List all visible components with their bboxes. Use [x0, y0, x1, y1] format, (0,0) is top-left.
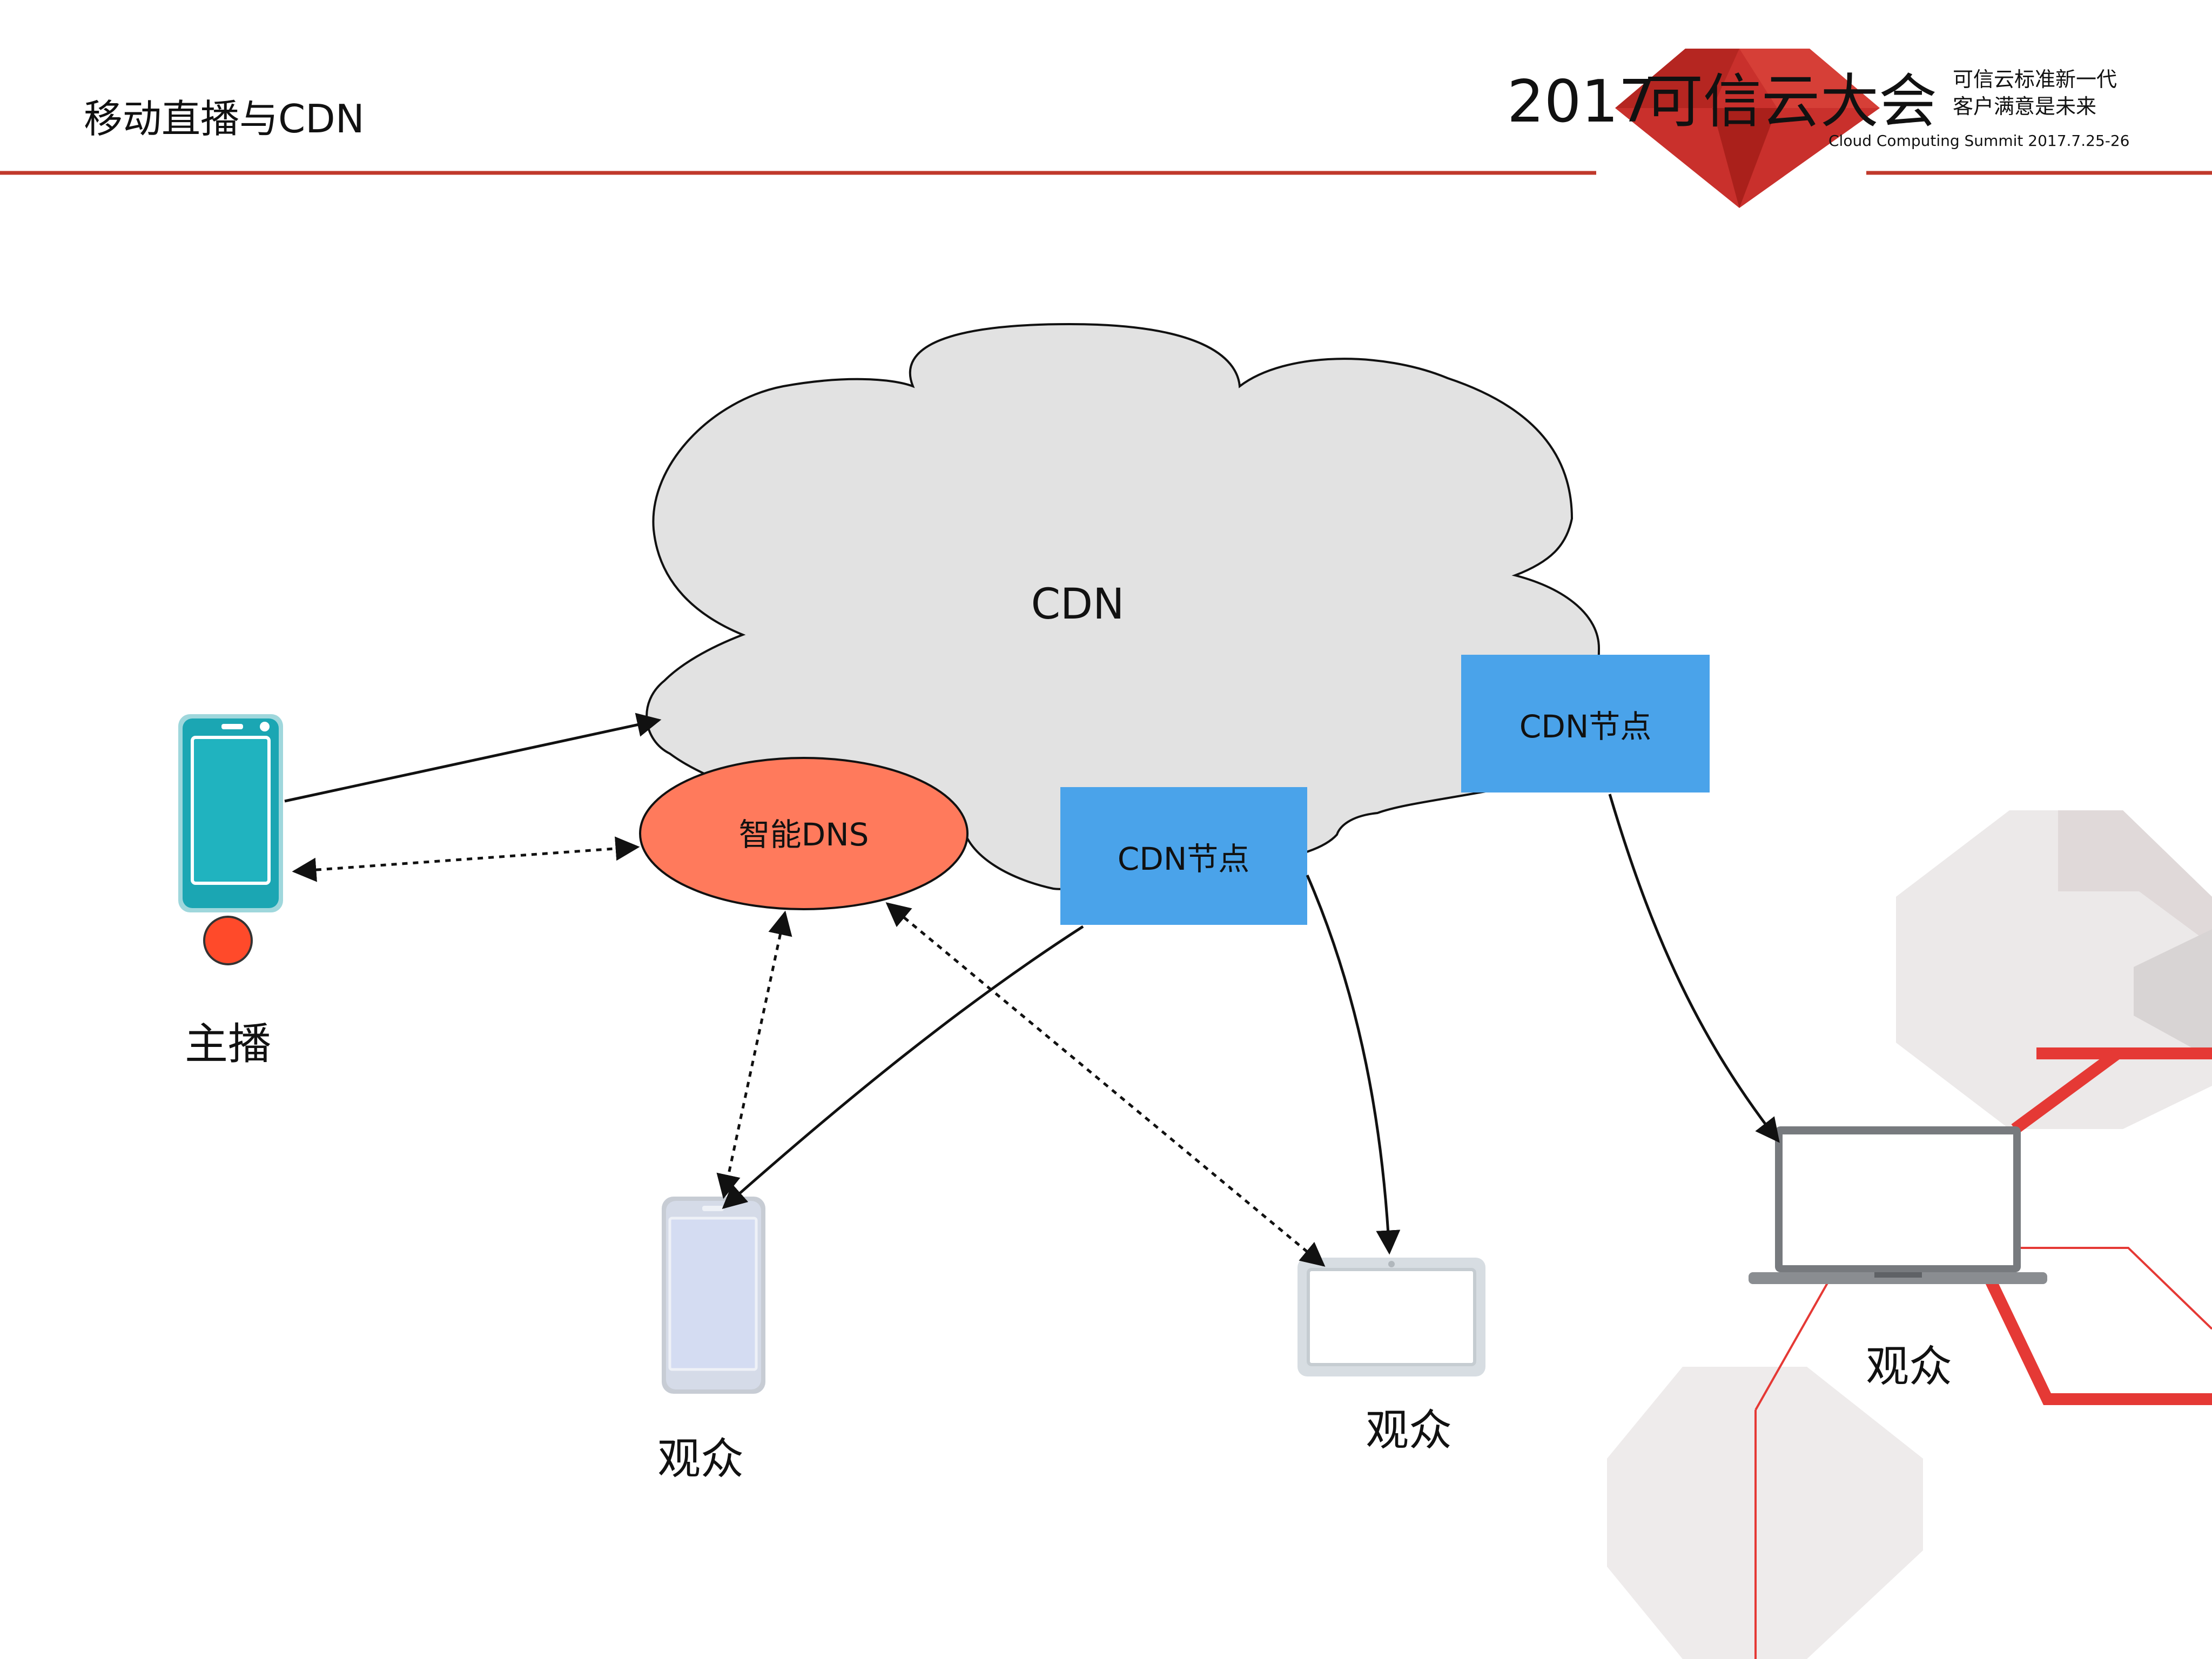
logo-year: 2017	[1507, 68, 1656, 136]
viewer-phone-icon	[662, 1197, 765, 1394]
viewer-tablet-label: 观众	[1366, 1405, 1452, 1455]
page-title: 移动直播与CDN	[84, 96, 365, 142]
viewer-laptop-label: 观众	[1866, 1341, 1952, 1392]
arrow-cdn-node-to-viewer-laptop	[1608, 794, 1780, 1143]
logo-tagline-line2: 客户满意是未来	[1953, 95, 2096, 118]
logo-name-part1: 可信云	[1645, 68, 1820, 136]
viewer-phone-label: 观众	[657, 1434, 744, 1484]
logo-tagline-line1: 可信云标准新一代	[1953, 68, 2117, 91]
logo-name-part2: 大会	[1820, 68, 1937, 136]
cdn-node-right	[1461, 655, 1710, 792]
conference-logo: 2017 可信云 大会 可信云标准新一代 客户满意是未来 Cloud Compu…	[1507, 49, 2130, 208]
smart-dns-node	[639, 757, 969, 910]
cdn-node-right-label: CDN节点	[1520, 708, 1652, 745]
arrow-cdn-node-to-viewer-phone	[722, 925, 1084, 1209]
arrow-dns-viewer-phone	[716, 910, 792, 1199]
viewer-tablet-icon	[1297, 1258, 1485, 1376]
arrow-dns-viewer-tablet	[885, 902, 1326, 1267]
live-indicator-icon	[203, 916, 253, 965]
smart-dns-label: 智能DNS	[739, 816, 869, 853]
cdn-node-center	[1060, 787, 1307, 925]
background-hexagon-decor	[1607, 810, 2212, 1659]
viewer-laptop-icon	[1749, 1126, 2047, 1284]
arrow-cdn-node-to-viewer-tablet	[1306, 875, 1401, 1255]
cdn-cloud-label: CDN	[1031, 580, 1125, 629]
broadcaster-phone-icon	[178, 714, 283, 912]
arrow-broadcaster-to-cdn	[284, 713, 662, 803]
broadcaster-label: 主播	[185, 1019, 271, 1069]
logo-subtitle: Cloud Computing Summit 2017.7.25-26	[1828, 132, 2130, 150]
arrow-broadcaster-dns	[292, 836, 640, 882]
cdn-node-center-label: CDN节点	[1118, 841, 1250, 877]
